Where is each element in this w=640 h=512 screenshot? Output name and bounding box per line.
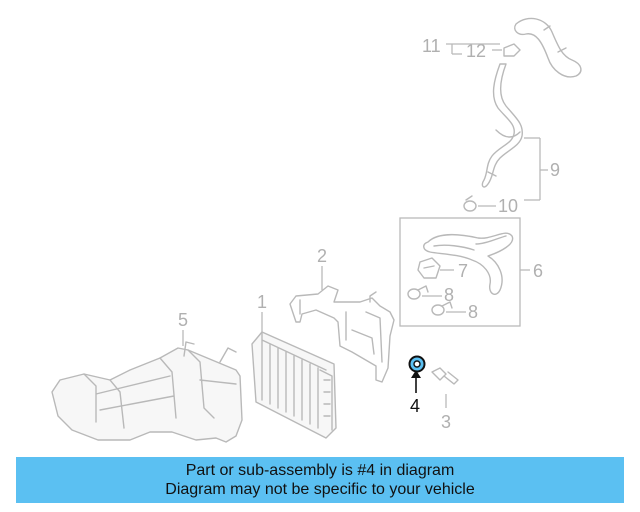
splash-shield-part: [51, 341, 243, 443]
callout-2[interactable]: 2: [317, 246, 327, 266]
clamp-part-8a: [407, 285, 429, 300]
bolt-part: [431, 367, 459, 385]
callout-4-arrow-head: [411, 370, 421, 378]
clamp-part-10: [463, 195, 477, 212]
callout-8a[interactable]: 8: [444, 285, 454, 305]
bracket-part: [289, 285, 395, 383]
grommet-part-4[interactable]: [408, 355, 426, 373]
callout-9[interactable]: 9: [550, 160, 560, 180]
clamp-part-8b: [431, 301, 453, 316]
callout-6[interactable]: 6: [533, 261, 543, 281]
callout-4[interactable]: 4: [410, 396, 420, 416]
clamp-part-7: [417, 257, 441, 279]
hose-part: [423, 232, 514, 295]
callout-7[interactable]: 7: [458, 261, 468, 281]
long-hose-part: [481, 63, 523, 188]
callout-12[interactable]: 12: [466, 41, 486, 61]
parts-diagram: 5 1 2 4 3 6 7 8: [51, 17, 582, 443]
upper-hose-part: [514, 17, 582, 78]
callout-10[interactable]: 10: [498, 196, 518, 216]
info-banner: Part or sub-assembly is #4 in diagram Di…: [16, 457, 624, 503]
callout-5[interactable]: 5: [178, 310, 188, 330]
clip-part-12: [503, 43, 521, 57]
callout-1[interactable]: 1: [257, 292, 267, 312]
callout-11[interactable]: 11: [422, 36, 441, 56]
cooler-part: [251, 331, 337, 439]
callout-3[interactable]: 3: [441, 412, 451, 432]
banner-line-2: Diagram may not be specific to your vehi…: [165, 481, 475, 498]
callout-8b[interactable]: 8: [468, 302, 478, 322]
hose-kit-box: [399, 217, 521, 327]
banner-line-1: Part or sub-assembly is #4 in diagram: [185, 462, 455, 479]
